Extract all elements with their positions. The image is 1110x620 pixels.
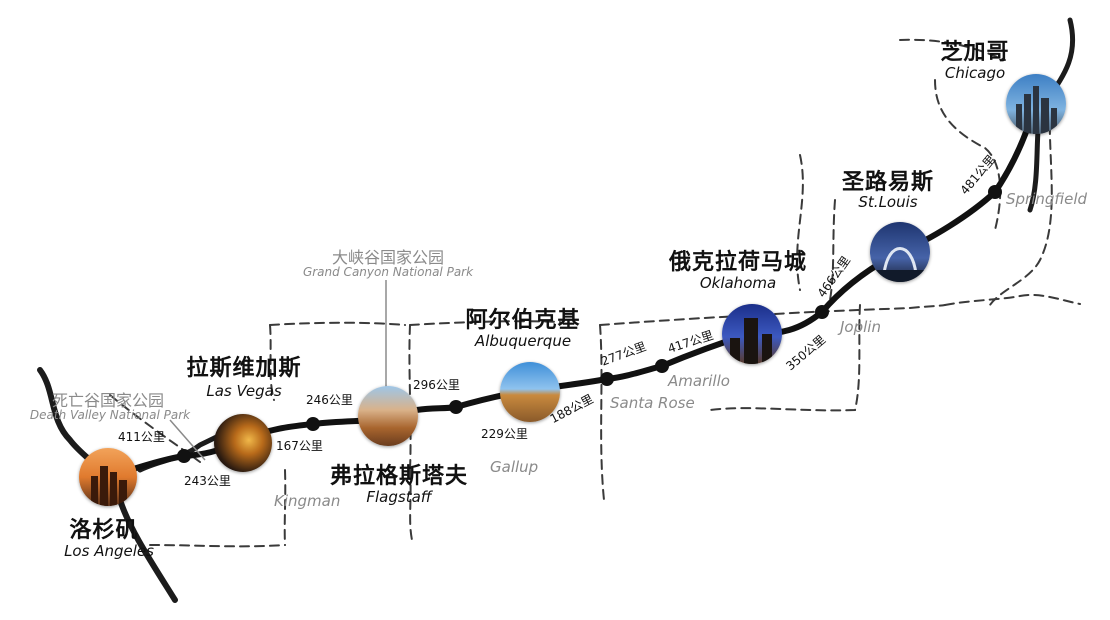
santa-rose-label: Santa Rose <box>610 394 695 412</box>
stop-dot-amarillo <box>655 359 669 373</box>
la-skyline-icon <box>91 466 127 506</box>
distance-246: 246公里 <box>306 393 353 407</box>
stop-dots <box>177 185 1002 463</box>
kingman-label: Kingman <box>274 492 341 510</box>
distance-167: 167公里 <box>276 439 323 453</box>
albuquerque-photo[interactable] <box>500 362 560 422</box>
albuquerque-label-zh: 阿尔伯克基 <box>465 308 581 333</box>
grand-canyon-label-zh: 大峡谷国家公园 <box>331 248 445 267</box>
flagstaff-label-en: Flagstaff <box>366 488 432 506</box>
chicago-skyline-icon <box>1016 86 1057 134</box>
chicago-label-en: Chicago <box>944 64 1006 82</box>
state-borders <box>109 38 1081 548</box>
st-louis-label-en: St.Louis <box>858 193 918 211</box>
distance-296: 296公里 <box>413 378 460 392</box>
death-valley-label-en: Death Valley National Park <box>29 408 191 422</box>
st-louis-label-zh: 圣路易斯 <box>841 170 935 195</box>
las-vegas-photo[interactable] <box>214 414 272 472</box>
gallup-label: Gallup <box>490 458 539 476</box>
amarillo-label: Amarillo <box>668 372 730 390</box>
los-angeles-photo[interactable] <box>79 448 137 506</box>
chicago-photo[interactable] <box>1006 74 1066 134</box>
stop-dot-gallup <box>449 400 463 414</box>
springfield-label: Springfield <box>1006 190 1088 208</box>
death-valley-leader <box>169 419 206 461</box>
oklahoma-skyline-icon <box>730 318 772 364</box>
albuquerque-label-en: Albuquerque <box>474 332 572 350</box>
joplin-label: Joplin <box>840 318 881 336</box>
flagstaff-photo[interactable] <box>358 386 418 446</box>
stop-dot-kingman <box>306 417 320 431</box>
flagstaff-label-zh: 弗拉格斯塔夫 <box>329 464 469 489</box>
oklahoma-label-zh: 俄克拉荷马城 <box>668 250 808 275</box>
las-vegas-label-zh: 拉斯维加斯 <box>186 356 302 381</box>
los-angeles-label-zh: 洛杉矶 <box>69 518 139 543</box>
stop-dot-joplin <box>815 305 829 319</box>
las-vegas-label-en: Las Vegas <box>206 382 282 400</box>
st-louis-photo[interactable] <box>870 222 930 282</box>
stop-dot-barstow <box>177 449 191 463</box>
distance-229: 229公里 <box>481 427 528 441</box>
distance-243: 243公里 <box>184 474 231 488</box>
chicago-label-zh: 芝加哥 <box>940 40 1010 65</box>
oklahoma-photo[interactable] <box>722 304 782 364</box>
distance-411: 411公里 <box>118 430 165 444</box>
oklahoma-label-en: Oklahoma <box>699 274 777 292</box>
grand-canyon-label-en: Grand Canyon National Park <box>302 265 474 279</box>
los-angeles-label-en: Los Angeles <box>64 542 154 560</box>
stop-dot-santa-rose <box>600 372 614 386</box>
gateway-arch-icon <box>870 247 930 282</box>
stop-dot-springfield <box>988 185 1002 199</box>
death-valley-label-zh: 死亡谷国家公园 <box>51 391 165 410</box>
